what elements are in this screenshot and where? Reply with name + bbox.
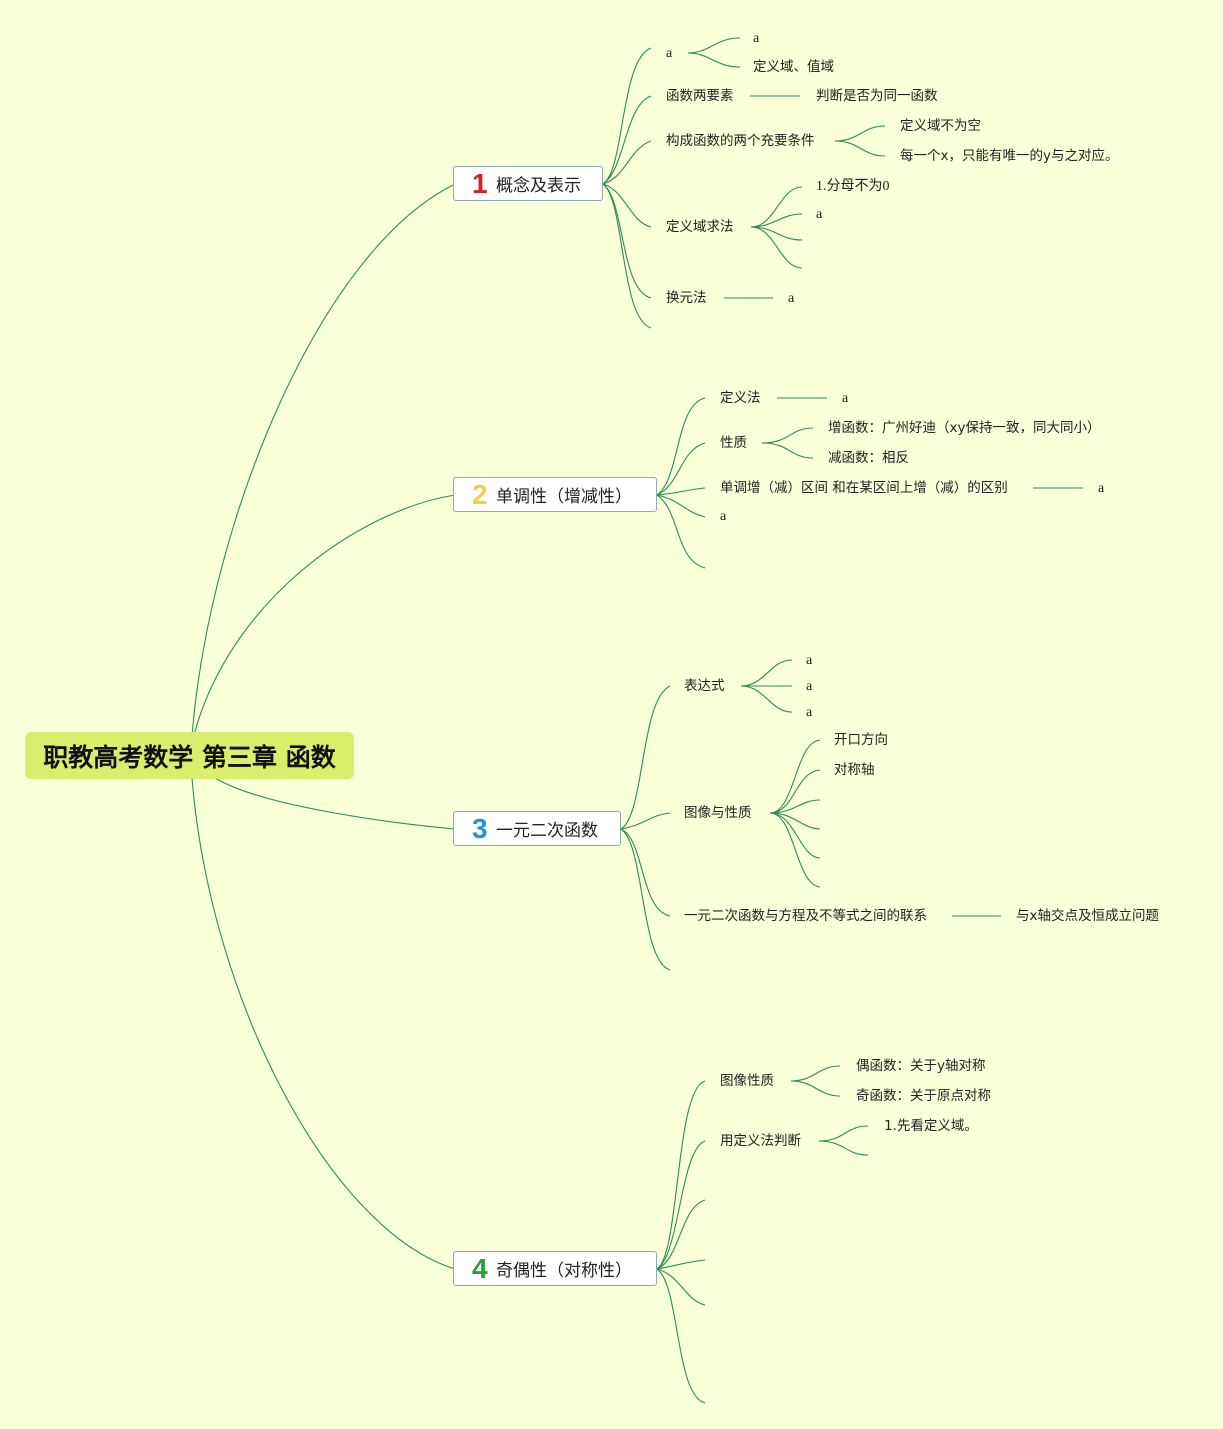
- node-expression[interactable]: 表达式: [684, 678, 725, 694]
- node-increasing[interactable]: 增函数：广州好迪（xy保持一致，同大同小）: [828, 420, 1101, 436]
- node-check-domain-first[interactable]: 1.先看定义域。: [884, 1118, 978, 1134]
- node-interval-difference[interactable]: 单调增（减）区间 和在某区间上增（减）的区别: [720, 480, 1008, 496]
- node-two-elements[interactable]: 函数两要素: [666, 88, 734, 104]
- node-a[interactable]: a: [666, 46, 673, 61]
- node-cond-unique-y[interactable]: 每一个x，只能有唯一的y与之对应。: [900, 148, 1119, 164]
- node-expression-a[interactable]: a: [806, 705, 813, 720]
- node-expression-a[interactable]: a: [806, 679, 813, 694]
- node-denominator-nonzero[interactable]: 1.分母不为0: [816, 179, 890, 194]
- node-dm-a[interactable]: a: [816, 207, 823, 222]
- topic-monotonicity[interactable]: 2 单调性（增减性）: [453, 477, 657, 512]
- node-conditions[interactable]: 构成函数的两个充要条件: [666, 133, 815, 149]
- node-expression-a[interactable]: a: [806, 653, 813, 668]
- node-graph-properties[interactable]: 图像与性质: [684, 805, 752, 821]
- node-substitution-a[interactable]: a: [788, 291, 795, 306]
- node-property[interactable]: 性质: [720, 435, 747, 451]
- root-title: 职教高考数学 第三章 函数: [43, 742, 336, 772]
- node-decreasing[interactable]: 减函数：相反: [828, 450, 909, 466]
- topic-number-3: 3: [472, 812, 488, 844]
- node-substitution[interactable]: 换元法: [666, 290, 707, 306]
- node-domain-method[interactable]: 定义域求法: [666, 219, 734, 235]
- node-graph-property[interactable]: 图像性质: [720, 1073, 774, 1089]
- topic-quadratic[interactable]: 3 一元二次函数: [453, 811, 621, 846]
- topic-label: 一元二次函数: [496, 821, 598, 841]
- root-topic[interactable]: 职教高考数学 第三章 函数: [25, 732, 354, 779]
- node-cond-domain-nonempty[interactable]: 定义域不为空: [900, 118, 981, 134]
- topic-number-1: 1: [472, 167, 488, 199]
- topic-number-4: 4: [472, 1252, 488, 1284]
- topic-label: 单调性（增减性）: [496, 487, 632, 507]
- node-interval-a[interactable]: a: [1098, 481, 1105, 496]
- node-definition-method[interactable]: 定义法: [720, 390, 761, 406]
- node-even-function[interactable]: 偶函数：关于y轴对称: [856, 1058, 986, 1074]
- topic-parity[interactable]: 4 奇偶性（对称性）: [453, 1251, 657, 1286]
- node-equation-inequality-relation[interactable]: 一元二次函数与方程及不等式之间的联系: [684, 908, 927, 924]
- node-a-child[interactable]: a: [753, 31, 760, 46]
- node-axis-of-symmetry[interactable]: 对称轴: [834, 762, 875, 778]
- topic-number-2: 2: [472, 478, 488, 510]
- node-domain-range[interactable]: 定义域、值域: [753, 59, 834, 75]
- topic-label: 概念及表示: [496, 176, 581, 196]
- node-definition-judge[interactable]: 用定义法判断: [720, 1133, 801, 1149]
- node-opening-direction[interactable]: 开口方向: [834, 732, 888, 748]
- topic-concept[interactable]: 1 概念及表示: [453, 166, 603, 201]
- node-odd-function[interactable]: 奇函数：关于原点对称: [856, 1088, 991, 1104]
- node-x-axis-intersection[interactable]: 与x轴交点及恒成立问题: [1016, 908, 1159, 924]
- node-a[interactable]: a: [720, 509, 727, 524]
- topic-label: 奇偶性（对称性）: [496, 1261, 632, 1281]
- node-same-function-check[interactable]: 判断是否为同一函数: [816, 88, 938, 104]
- node-def-a[interactable]: a: [842, 391, 849, 406]
